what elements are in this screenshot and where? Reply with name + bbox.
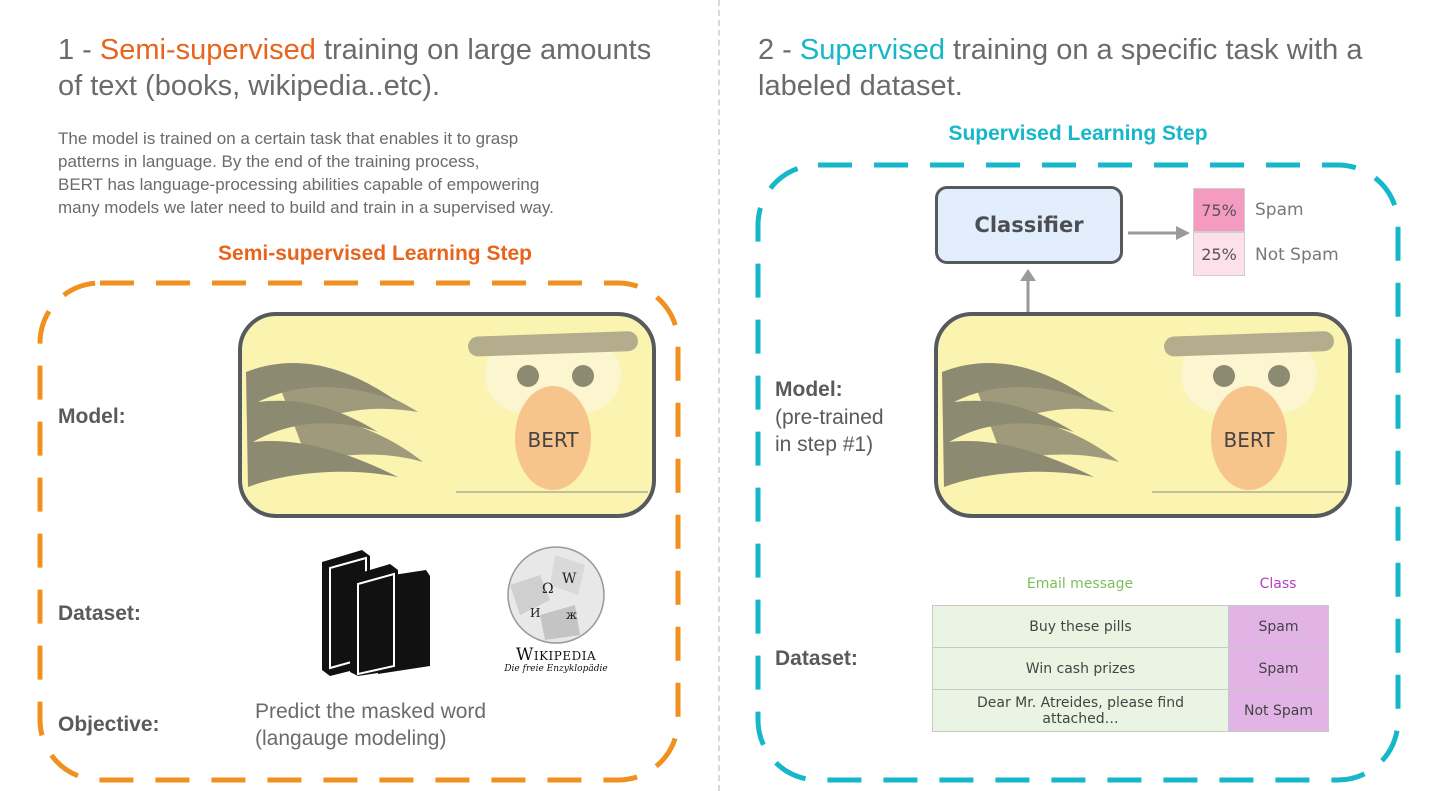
up-arrow-head xyxy=(1020,269,1036,281)
description-line: The model is trained on a certain task t… xyxy=(58,129,519,148)
svg-text:W: W xyxy=(562,571,577,587)
column-header-class: Class xyxy=(1259,576,1297,592)
email-cell: Buy these pills xyxy=(932,605,1229,648)
dataset-table: Buy these pills Spam Win cash prizes Spa… xyxy=(932,605,1329,732)
table-row: Win cash prizes Spam xyxy=(932,647,1329,690)
left-step-title: Semi-supervised Learning Step xyxy=(218,242,532,265)
objective-line: Predict the masked word xyxy=(255,700,487,723)
flame-graphic xyxy=(942,363,1119,487)
wikipedia-logo-text: Wikipedia xyxy=(515,645,597,665)
objective-text: Predict the masked word (langauge modeli… xyxy=(255,698,486,752)
left-heading-prefix: 1 - xyxy=(58,34,100,66)
right-dashed-frame xyxy=(755,162,1401,783)
description-line: patterns in language. By the end of the … xyxy=(58,152,480,171)
model-sub-line: (pre-trained xyxy=(775,406,884,429)
class-cell: Spam xyxy=(1228,605,1329,648)
svg-text:Ω: Ω xyxy=(542,581,554,597)
email-cell: Dear Mr. Atreides, please find attached… xyxy=(932,689,1229,732)
right-bert-model: BERT xyxy=(934,312,1352,518)
right-bert-text: BERT xyxy=(1223,428,1275,452)
nose xyxy=(1211,386,1287,490)
right-model-sub: (pre-trained in step #1) xyxy=(775,404,884,458)
right-eye xyxy=(572,365,594,387)
center-divider xyxy=(718,0,720,791)
eyebrow xyxy=(468,331,638,357)
description-line: many models we later need to build and t… xyxy=(58,198,554,217)
left-heading-line2: of text (books, wikipedia..etc). xyxy=(58,70,440,102)
left-model-label: Model: xyxy=(58,405,126,428)
left-bert-text: BERT xyxy=(527,428,579,452)
left-heading-highlight: Semi-supervised xyxy=(99,34,316,66)
left-heading-rest: training on large amounts xyxy=(315,34,652,66)
left-objective-label: Objective: xyxy=(58,713,160,736)
right-step-title: Supervised Learning Step xyxy=(948,122,1208,145)
right-model-label: Model: xyxy=(775,378,843,401)
nose xyxy=(515,386,591,490)
svg-text:ж: ж xyxy=(566,608,577,622)
right-arrow-head xyxy=(1176,226,1190,240)
table-row: Dear Mr. Atreides, please find attached…… xyxy=(932,689,1329,732)
description-line: BERT has language-processing abilities c… xyxy=(58,175,540,194)
email-cell: Win cash prizes xyxy=(932,647,1229,690)
eyebrow xyxy=(1164,331,1334,357)
class-cell: Not Spam xyxy=(1228,689,1329,732)
left-heading: 1 - Semi-supervised training on large am… xyxy=(58,32,708,104)
output-spam-label: Spam xyxy=(1255,200,1304,220)
left-bert-model: BERT xyxy=(238,312,656,518)
wikipedia-logo-icon: Ω W И ж xyxy=(507,546,605,644)
left-dashed-frame xyxy=(37,280,681,783)
column-header-email: Email message xyxy=(1026,576,1134,592)
class-cell: Spam xyxy=(1228,647,1329,690)
output-spam-percent: 75% xyxy=(1193,188,1245,232)
table-row: Buy these pills Spam xyxy=(932,605,1329,648)
left-dataset-label: Dataset: xyxy=(58,602,141,625)
left-description: The model is trained on a certain task t… xyxy=(58,127,678,219)
output-notspam-percent: 25% xyxy=(1193,232,1245,276)
wikipedia-logo-subtext: Die freie Enzyklopädie xyxy=(504,664,608,674)
left-eye xyxy=(517,365,539,387)
right-eye xyxy=(1268,365,1290,387)
objective-line: (langauge modeling) xyxy=(255,727,447,750)
arrows xyxy=(1020,226,1190,313)
flame-graphic xyxy=(246,363,423,487)
right-heading-line2: labeled dataset. xyxy=(758,70,963,102)
right-heading-rest: training on a specific task with a xyxy=(945,34,1363,66)
right-heading: 2 - Supervised training on a specific ta… xyxy=(758,32,1418,104)
books-icon xyxy=(322,550,430,676)
right-dataset-label: Dataset: xyxy=(775,647,858,670)
classifier-box: Classifier xyxy=(935,186,1123,264)
right-heading-prefix: 2 - xyxy=(758,34,800,66)
output-notspam-label: Not Spam xyxy=(1255,245,1339,265)
left-eye xyxy=(1213,365,1235,387)
model-sub-line: in step #1) xyxy=(775,433,874,456)
svg-text:И: И xyxy=(530,606,540,620)
right-heading-highlight: Supervised xyxy=(799,34,945,66)
